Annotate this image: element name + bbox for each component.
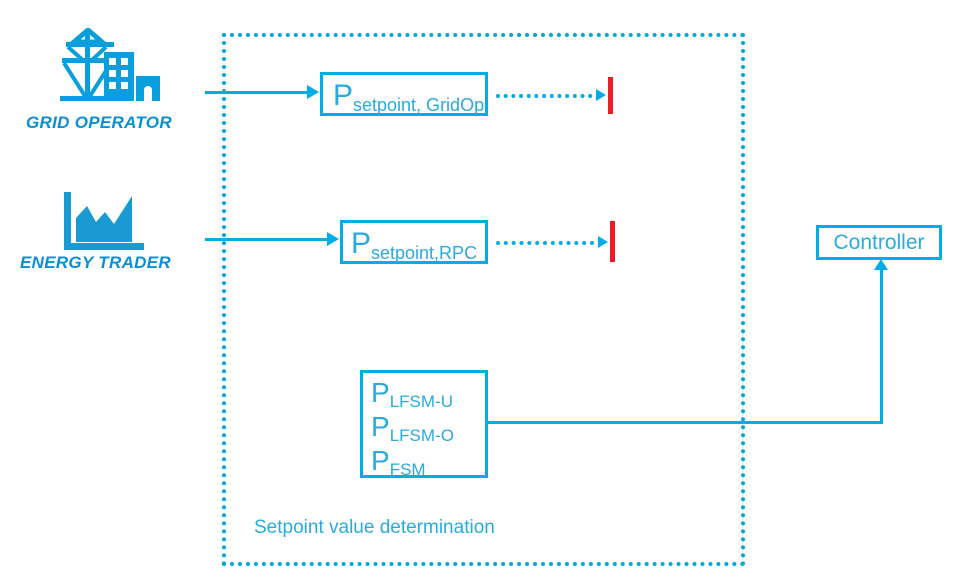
formula-base: P xyxy=(371,377,390,408)
formula-base: P xyxy=(371,445,390,476)
formula-subscript: LFSM-O xyxy=(389,426,454,445)
dotted-connector-setpoint-rpc xyxy=(496,241,602,245)
lfsm-line-1: PLFSM-U xyxy=(371,377,454,411)
setpoint-determination-region xyxy=(222,33,745,566)
connector-gridop-arrowhead-icon xyxy=(307,85,319,99)
formula-setpoint-gridop: Psetpoint, GridOp xyxy=(333,79,484,115)
formula-base: P xyxy=(333,79,354,112)
dotted-connector-setpoint-gridop xyxy=(496,94,600,98)
connector-lfsm-vertical xyxy=(880,270,883,423)
formula-subscript: FSM xyxy=(389,460,426,479)
block-setpoint-gridop: Psetpoint, GridOp xyxy=(320,72,488,116)
connector-controller-arrowhead-icon xyxy=(874,259,888,270)
formula-setpoint-rpc: Psetpoint,RPC xyxy=(351,227,477,263)
formula-subscript: LFSM-U xyxy=(389,392,453,411)
power-pylon-buildings-icon xyxy=(58,26,162,108)
region-caption: Setpoint value determination xyxy=(254,517,495,538)
energy-trader-label: ENERGY TRADER xyxy=(20,253,171,272)
limit-marker-rpc xyxy=(610,221,615,262)
block-setpoint-rpc: Psetpoint,RPC xyxy=(340,220,488,264)
dotted-connector-rpc-arrowhead-icon xyxy=(598,236,608,248)
block-controller: Controller xyxy=(816,225,942,260)
connector-lfsm-horizontal xyxy=(487,421,883,424)
dotted-connector-gridop-arrowhead-icon xyxy=(596,89,606,101)
formula-subscript: setpoint, GridOp xyxy=(353,95,485,115)
lfsm-line-3: PFSM xyxy=(371,445,454,479)
block-lfsm-fsm: PLFSM-U PLFSM-O PFSM xyxy=(360,370,488,479)
controller-label: Controller xyxy=(833,230,925,254)
formula-subscript: setpoint,RPC xyxy=(371,243,478,263)
connector-trader-to-setpoint xyxy=(205,238,329,241)
lfsm-line-2: PLFSM-O xyxy=(371,411,454,445)
grid-operator-label: GRID OPERATOR xyxy=(26,113,172,132)
formula-base: P xyxy=(371,411,390,442)
lfsm-formula-list: PLFSM-U PLFSM-O PFSM xyxy=(371,377,454,479)
formula-base: P xyxy=(351,227,372,260)
connector-gridop-to-setpoint xyxy=(205,91,309,94)
connector-trader-arrowhead-icon xyxy=(327,232,339,246)
market-chart-icon xyxy=(62,190,148,252)
limit-marker-gridop xyxy=(608,77,613,114)
